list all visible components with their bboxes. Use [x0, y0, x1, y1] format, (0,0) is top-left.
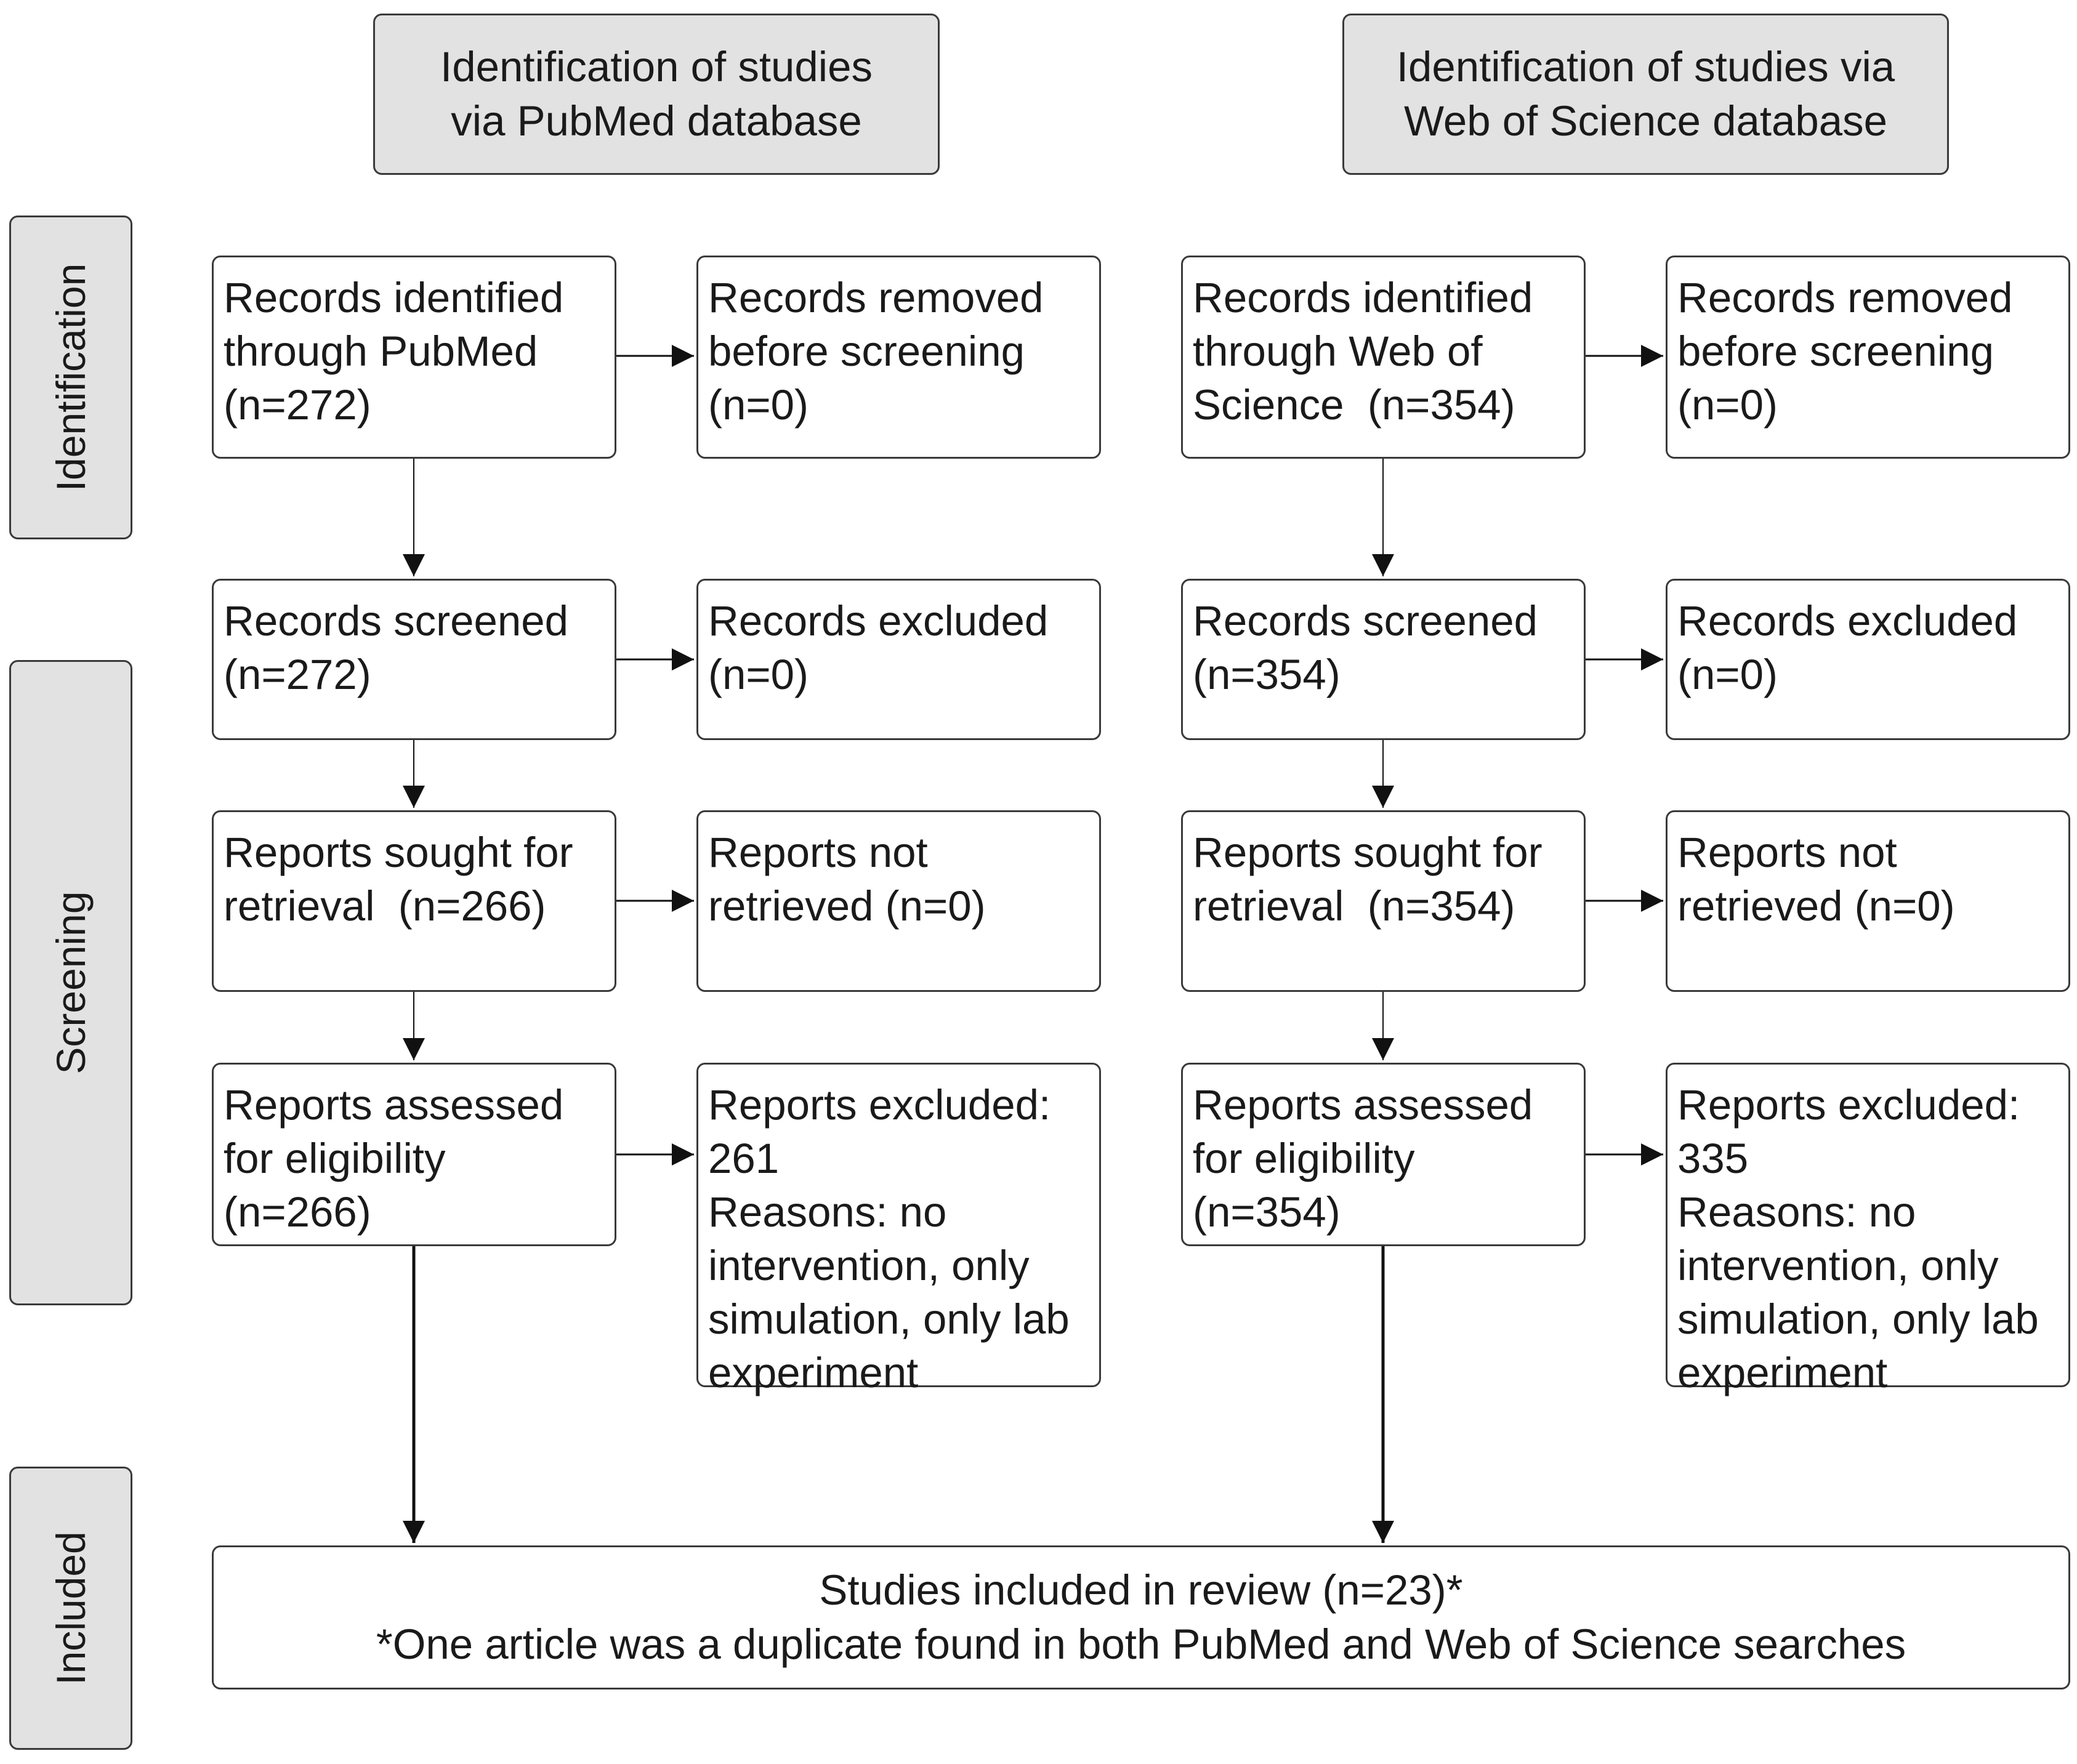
node-line: Reports sought for: [1193, 829, 1543, 876]
node-line: intervention, only: [1677, 1242, 1999, 1289]
node-line: Reasons: no: [1677, 1188, 1916, 1236]
wos-reports-sought: Reports sought for retrieval (n=354): [1181, 810, 1586, 992]
pubmed-header-line-1: Identification of studies: [440, 43, 873, 91]
node-line: Science (n=354): [1193, 381, 1515, 429]
node-line: (n=272): [224, 651, 371, 698]
pubmed-source-header: Identification of studies via PubMed dat…: [373, 14, 940, 175]
node-line: intervention, only: [708, 1242, 1030, 1289]
node-line: Records screened: [1193, 597, 1538, 645]
studies-included: Studies included in review (n=23)* *One …: [212, 1545, 2070, 1689]
phase-screening: Screening: [9, 660, 132, 1305]
node-line: for eligibility: [224, 1135, 446, 1182]
node-line: Reports excluded:: [708, 1081, 1051, 1129]
node-line: Records removed: [708, 274, 1044, 321]
phase-identification: Identification: [9, 215, 132, 539]
pubmed-records-excluded: Records excluded (n=0): [696, 579, 1101, 740]
pubmed-reports-assessed: Reports assessed for eligibility (n=266): [212, 1063, 616, 1246]
node-line: 335: [1677, 1135, 1749, 1182]
phase-included: Included: [9, 1467, 132, 1750]
node-line: 261: [708, 1135, 780, 1182]
node-line: (n=354): [1193, 651, 1341, 698]
wos-header-line-1: Identification of studies via: [1396, 43, 1895, 91]
node-line: experiment: [708, 1349, 919, 1396]
node-line: Reports excluded:: [1677, 1081, 2020, 1129]
node-line: (n=0): [708, 651, 809, 698]
node-line: (n=354): [1193, 1188, 1341, 1236]
node-line: through Web of: [1193, 328, 1483, 375]
node-line: retrieved (n=0): [708, 882, 986, 930]
wos-records-screened: Records screened (n=354): [1181, 579, 1586, 740]
wos-reports-not-retrieved: Reports not retrieved (n=0): [1666, 810, 2070, 992]
node-line: Reports not: [1677, 829, 1897, 876]
node-line: experiment: [1677, 1349, 1888, 1396]
node-line: Reports assessed: [1193, 1081, 1533, 1129]
node-line: Records excluded: [708, 597, 1049, 645]
wos-records-excluded: Records excluded (n=0): [1666, 579, 2070, 740]
pubmed-records-identified: Records identified through PubMed (n=272…: [212, 256, 616, 459]
node-line: simulation, only lab: [1677, 1295, 2039, 1343]
node-line: Records screened: [224, 597, 568, 645]
node-line: for eligibility: [1193, 1135, 1415, 1182]
node-line: before screening: [708, 328, 1025, 375]
node-line: (n=0): [1677, 381, 1778, 429]
studies-included-count: Studies included in review (n=23)*: [819, 1566, 1463, 1614]
pubmed-reports-not-retrieved: Reports not retrieved (n=0): [696, 810, 1101, 992]
node-line: Reports assessed: [224, 1081, 564, 1129]
wos-records-removed: Records removed before screening (n=0): [1666, 256, 2070, 459]
pubmed-reports-sought: Reports sought for retrieval (n=266): [212, 810, 616, 992]
node-line: (n=0): [1677, 651, 1778, 698]
wos-header-line-2: Web of Science database: [1403, 97, 1888, 145]
pubmed-records-removed: Records removed before screening (n=0): [696, 256, 1101, 459]
node-line: Records identified: [224, 274, 564, 321]
node-line: (n=0): [708, 381, 809, 429]
node-line: Reports sought for: [224, 829, 573, 876]
wos-reports-assessed: Reports assessed for eligibility (n=354): [1181, 1063, 1586, 1246]
node-line: Reports not: [708, 829, 928, 876]
wos-records-identified: Records identified through Web of Scienc…: [1181, 256, 1586, 459]
node-line: Records removed: [1677, 274, 2013, 321]
duplicate-footnote: *One article was a duplicate found in bo…: [376, 1621, 1906, 1668]
wos-reports-excluded: Reports excluded: 335 Reasons: no interv…: [1666, 1063, 2070, 1396]
wos-source-header: Identification of studies via Web of Sci…: [1342, 14, 1949, 175]
node-line: retrieved (n=0): [1677, 882, 1955, 930]
node-line: Records identified: [1193, 274, 1533, 321]
node-line: retrieval (n=266): [224, 882, 546, 930]
node-line: through PubMed: [224, 328, 538, 375]
pubmed-records-screened: Records screened (n=272): [212, 579, 616, 740]
node-line: Reasons: no: [708, 1188, 947, 1236]
node-line: (n=266): [224, 1188, 371, 1236]
node-line: before screening: [1677, 328, 1994, 375]
pubmed-reports-excluded: Reports excluded: 261 Reasons: no interv…: [696, 1063, 1101, 1396]
node-line: (n=272): [224, 381, 371, 429]
node-line: retrieval (n=354): [1193, 882, 1515, 930]
node-line: simulation, only lab: [708, 1295, 1070, 1343]
pubmed-header-line-2: via PubMed database: [451, 97, 862, 145]
node-line: Records excluded: [1677, 597, 2018, 645]
